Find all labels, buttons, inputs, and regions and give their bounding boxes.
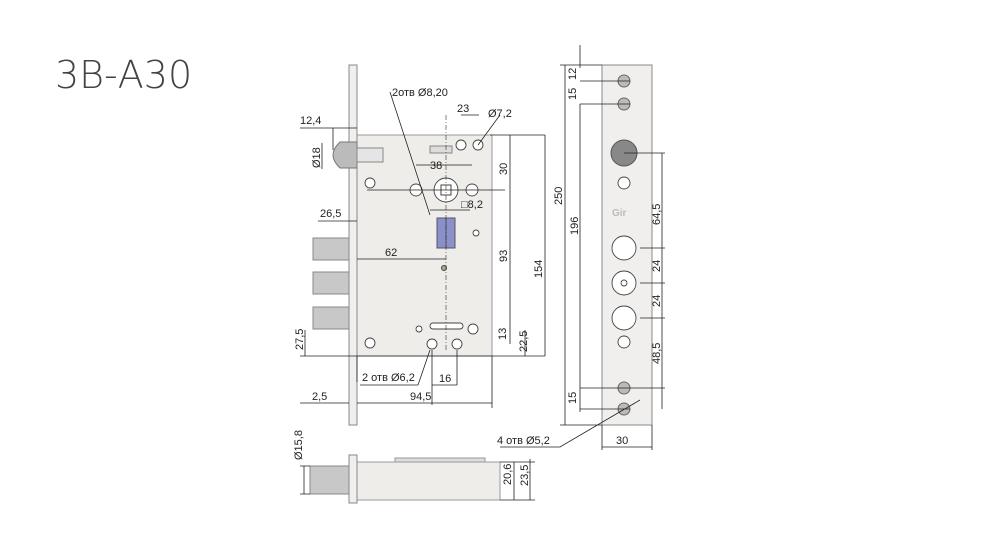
- dim-24b: 24: [651, 295, 663, 307]
- dim-94-5: 94,5: [410, 391, 431, 403]
- dim-latch-dia: Ø18: [311, 147, 323, 168]
- dim-bolt-dia: Ø15,8: [293, 430, 305, 460]
- dim-24a: 24: [651, 260, 663, 272]
- faceplate-view: Gir 12 15 250 196 64,5 24 24 48,5 15 4 о…: [497, 45, 665, 450]
- deadbolts: [312, 237, 350, 330]
- dim-holes-faceplate: 4 отв Ø5,2: [497, 435, 550, 447]
- dim-2-5: 2,5: [312, 391, 327, 403]
- bottom-view: Ø15,8 20,6 23,5: [293, 430, 535, 504]
- front-plate: [348, 64, 358, 426]
- dim-22-5: 22,5: [518, 331, 530, 352]
- dim-backset: 62: [385, 247, 397, 259]
- dim-12: 12: [567, 68, 579, 80]
- dim-holes-top: 2отв Ø8,20: [392, 87, 448, 99]
- dim-width: 30: [616, 435, 628, 447]
- dim-23-5: 23,5: [519, 465, 531, 486]
- dim-bolt-length: 26,5: [320, 208, 341, 220]
- dim-16: 16: [439, 373, 451, 385]
- dim-38: 38: [430, 160, 442, 172]
- dim-30: 30: [498, 163, 510, 175]
- dim-48-5: 48,5: [651, 343, 663, 364]
- dim-64-5: 64,5: [651, 204, 663, 225]
- dim-spindle: □8,2: [461, 199, 483, 211]
- dim-27-5: 27,5: [294, 329, 306, 350]
- dim-20-6: 20,6: [502, 464, 514, 485]
- dim-holes-bottom: 2 отв Ø6,2: [362, 372, 415, 384]
- dim-13: 13: [497, 328, 509, 340]
- dim-196: 196: [569, 217, 581, 235]
- bolt-side: [309, 465, 350, 495]
- latch-stem: [356, 147, 384, 163]
- dim-23: 23: [457, 103, 469, 115]
- brand-logo: Gir: [612, 208, 627, 219]
- latch: [332, 141, 358, 169]
- model-title: 3В-А30: [55, 53, 192, 97]
- dim-15-top: 15: [567, 88, 579, 100]
- body-side: [356, 461, 501, 501]
- dim-250: 250: [553, 187, 565, 205]
- dim-93: 93: [498, 250, 510, 262]
- dim-15-bottom: 15: [567, 392, 579, 404]
- lock-body: [356, 134, 493, 357]
- front-view: 12,4 Ø18 2отв Ø8,20 23 Ø7,2 38 30 □8,2 2…: [294, 64, 546, 426]
- dim-154: 154: [533, 260, 545, 278]
- dim-hole-dia-top: Ø7,2: [488, 108, 512, 120]
- dim-latch-offset: 12,4: [300, 115, 321, 127]
